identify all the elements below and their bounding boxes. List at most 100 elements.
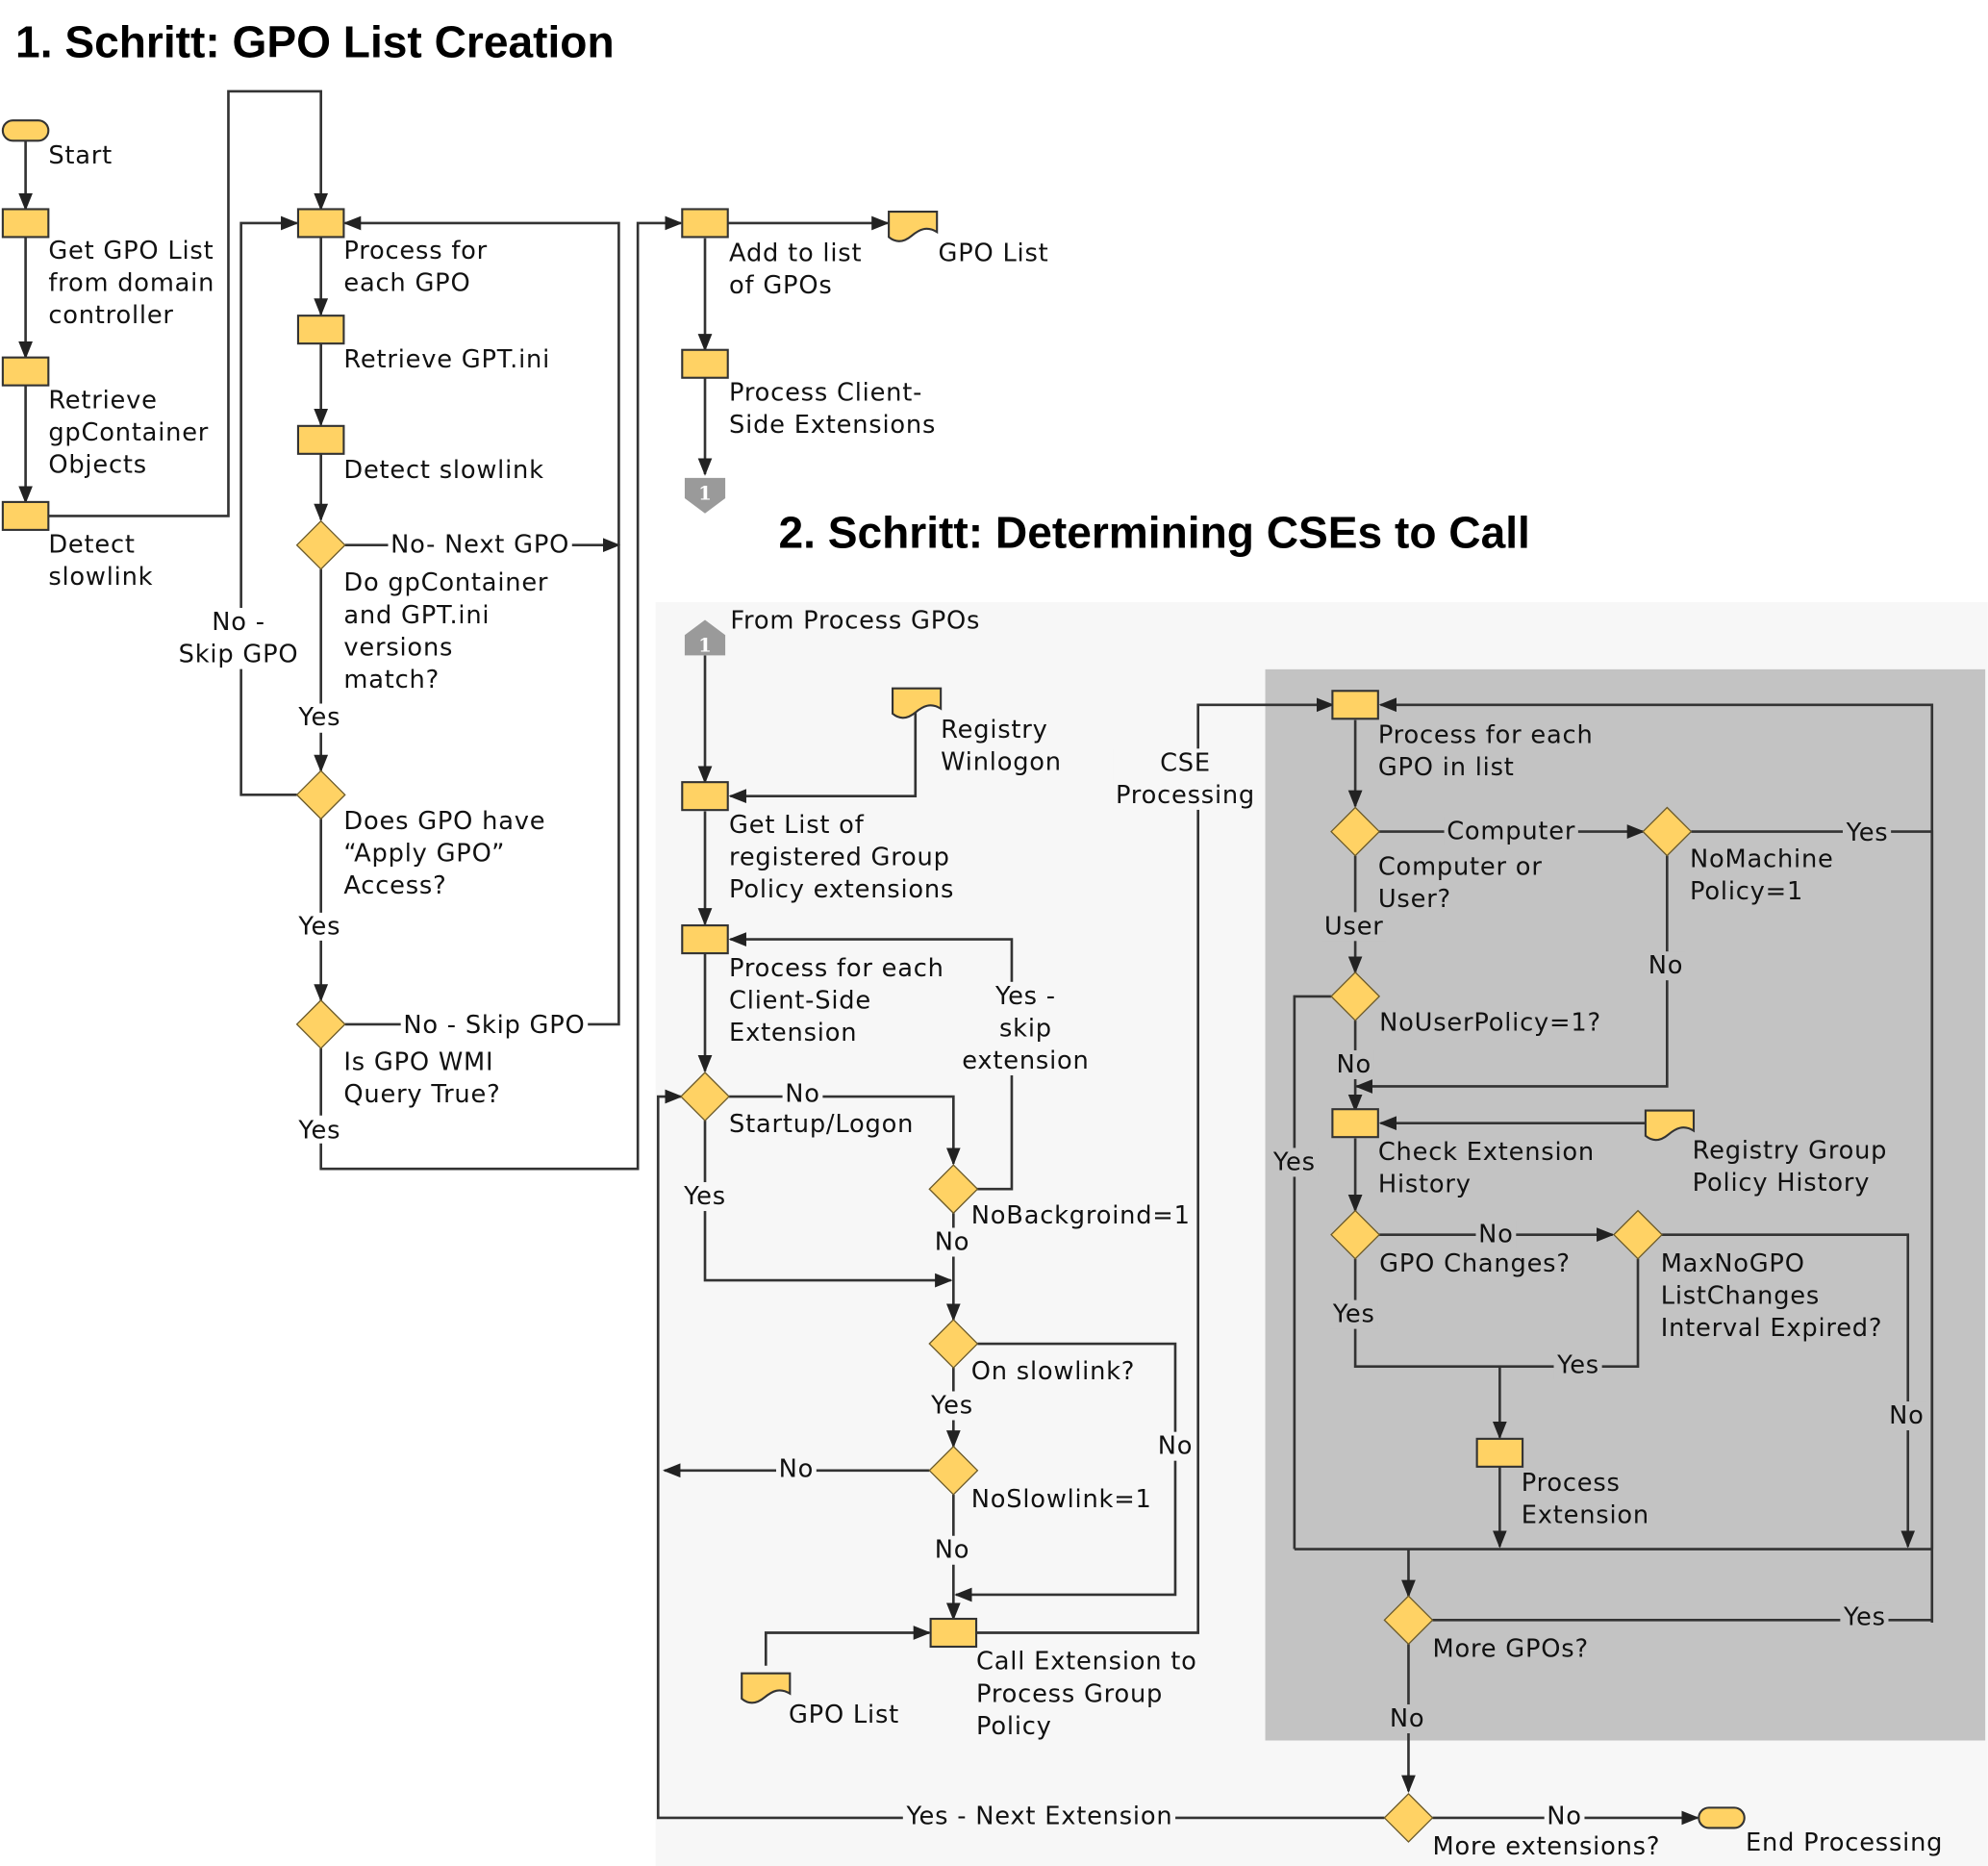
on-slowlink-decision[interactable] (928, 1319, 979, 1369)
label-knockout (1646, 951, 1686, 981)
edge-winlogon-to-getlist (728, 712, 918, 804)
call-extension-process[interactable] (929, 1617, 978, 1649)
edge-label-no-nomachine: No (1648, 951, 1684, 980)
retrieve-gpcontainer-process[interactable] (1, 356, 50, 387)
gpo-list-document[interactable] (888, 211, 939, 242)
apply-gpo-access-label: Does GPO have“Apply GPO”Access? (343, 807, 545, 900)
edge-loop-next-gpo (342, 215, 620, 545)
label-knockout (680, 1182, 729, 1212)
edge-label-yes-access: Yes (297, 912, 340, 941)
add-to-list-process[interactable] (681, 208, 729, 239)
connector-in-label: 1 (698, 633, 712, 656)
label-knockout (1840, 1602, 1889, 1632)
process-each-gpo-in-list-process[interactable] (1331, 690, 1379, 720)
registry-winlogon-document[interactable] (892, 687, 943, 719)
edge-label-no-noslowlink-down: No (935, 1536, 970, 1565)
more-extensions-label: More extensions? (1433, 1832, 1661, 1861)
registry-gp-history-document[interactable] (1644, 1109, 1696, 1142)
label-knockout (1544, 1802, 1585, 1831)
versions-match-decision[interactable] (295, 519, 346, 570)
startup-logon-decision[interactable] (680, 1072, 730, 1122)
noslowlink-label: NoSlowlink=1 (971, 1485, 1152, 1514)
label-knockout (932, 1535, 972, 1565)
edge-label-no-next-gpo: No- Next GPO (390, 531, 569, 560)
start-terminator[interactable] (1, 119, 50, 142)
edge-label-no-slowlink: No (1158, 1432, 1194, 1461)
flow-shapes (1, 119, 1746, 1843)
edge-call-to-cse-processing (976, 697, 1335, 1634)
get-gpo-list-process[interactable] (1, 208, 50, 239)
edge-label-yes-next-extension: Yes - Next Extension (905, 1803, 1172, 1831)
nouser-policy-label: NoUserPolicy=1? (1379, 1008, 1601, 1037)
nouser-policy-decision[interactable] (1330, 971, 1381, 1021)
wmi-query-decision[interactable] (295, 998, 346, 1049)
edge-nomachine-no (1354, 855, 1669, 1094)
more-gpos-decision[interactable] (1383, 1595, 1434, 1646)
max-no-gpo-decision[interactable] (1613, 1209, 1663, 1260)
more-gpos-label: More GPOs? (1433, 1635, 1589, 1664)
process-cse-label: Process Client-Side Extensions (729, 378, 936, 440)
process-cse-process[interactable] (681, 348, 729, 379)
label-knockout (1886, 1401, 1927, 1431)
end-processing-terminator[interactable] (1698, 1806, 1746, 1829)
gpo-changes-label: GPO Changes? (1379, 1249, 1571, 1278)
process-each-gpo-process[interactable] (296, 208, 345, 239)
gpo-list-document-2[interactable] (741, 1672, 792, 1704)
label-knockout (782, 1079, 823, 1109)
edge-label-yes-gpo-changes: Yes (1332, 1300, 1375, 1329)
more-extensions-decision[interactable] (1383, 1792, 1434, 1843)
process-each-cse-process[interactable] (681, 924, 729, 955)
label-knockout (1444, 817, 1578, 846)
edge-no-skip-gpo-left (239, 215, 299, 796)
label-knockout (959, 981, 1093, 1076)
edge-label-no-background: No (935, 1227, 970, 1256)
on-slowlink-label: On slowlink? (971, 1357, 1135, 1386)
label-knockout (932, 1227, 972, 1257)
apply-gpo-access-decision[interactable] (295, 769, 346, 820)
detect-slowlink-2-label: Detect slowlink (343, 456, 543, 485)
label-knockout (927, 1391, 976, 1421)
edge-label-yes-nouser: Yes (1272, 1147, 1316, 1176)
detect-slowlink-2-process[interactable] (296, 424, 345, 455)
label-knockout (1329, 1299, 1378, 1329)
detect-slowlink-process[interactable] (1, 500, 50, 531)
check-extension-history-process[interactable] (1331, 1108, 1379, 1139)
edge-more-gpos-yes (1378, 697, 1934, 1623)
nobackground-decision[interactable] (928, 1164, 979, 1215)
label-knockout (1842, 818, 1892, 847)
edge-label-no-more-gpos: No (1390, 1704, 1425, 1733)
start-label: Start (48, 141, 113, 170)
edge-label-no-skip-gpo-left: No -Skip GPO (179, 608, 299, 669)
section1-title: 1. Schritt: GPO List Creation (15, 16, 615, 66)
get-list-extensions-process[interactable] (681, 781, 729, 812)
edge-label-yes-versions: Yes (297, 703, 340, 732)
nomachine-policy-decision[interactable] (1642, 806, 1693, 857)
end-processing-label: End Processing (1746, 1828, 1943, 1857)
label-knockout (400, 1011, 589, 1041)
label-knockout (1333, 1049, 1374, 1079)
process-extension-process[interactable] (1475, 1437, 1524, 1468)
label-knockout (388, 530, 572, 560)
label-knockout (176, 608, 302, 669)
edge-label-yes-maxnogpo: Yes (1556, 1350, 1599, 1379)
edge-label-no-gpo-changes: No (1478, 1221, 1514, 1249)
label-knockout (1553, 1350, 1602, 1380)
edge-label-yes-more-gpos: Yes (1843, 1603, 1886, 1632)
section2-title: 2. Schritt: Determining CSEs to Call (778, 507, 1529, 557)
retrieve-gptini-process[interactable] (296, 315, 345, 345)
gpo-changes-decision[interactable] (1330, 1209, 1381, 1260)
gpo-list-doc-label: GPO List (939, 239, 1049, 267)
noslowlink-decision[interactable] (928, 1445, 979, 1496)
label-knockout (902, 1802, 1176, 1831)
computer-or-user-decision[interactable] (1330, 806, 1381, 857)
